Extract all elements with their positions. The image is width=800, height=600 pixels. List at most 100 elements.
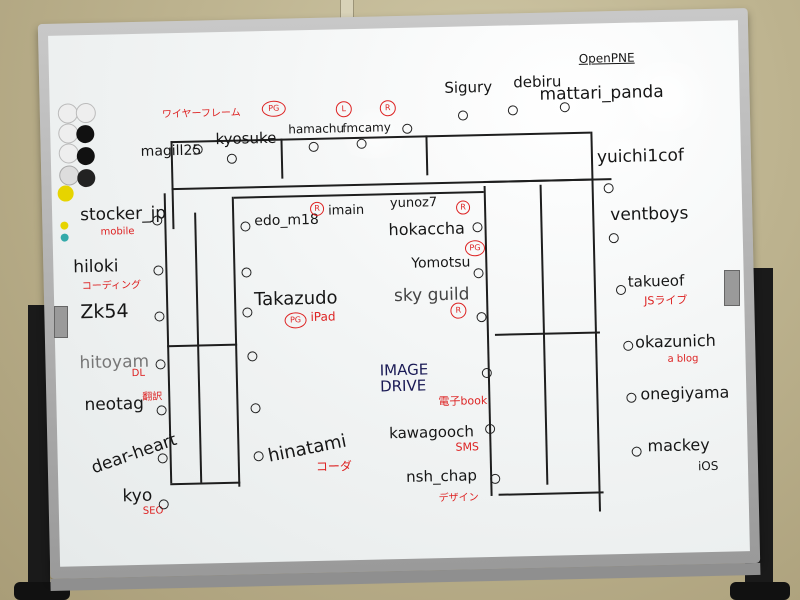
note-hokaccha: R <box>455 200 471 215</box>
top-note-wireframe: ワイヤーフレーム <box>161 107 241 121</box>
seat-marker <box>156 405 167 416</box>
name-yuichi1cof: yuichi1cof <box>596 145 685 168</box>
note-edo-m18: R <box>309 201 325 216</box>
seat-marker <box>457 110 469 121</box>
note-mackey: iOS <box>697 458 719 474</box>
note-takueof: JSライブ <box>644 293 688 308</box>
seat-marker <box>603 183 614 194</box>
name-kawagooch: kawagooch <box>388 422 475 443</box>
magnet-yellow[interactable] <box>57 185 74 202</box>
name-openpne: OpenPNE <box>578 50 635 66</box>
seat-marker <box>253 451 264 462</box>
note-yomotsu: PG <box>464 240 486 257</box>
seat-marker <box>626 392 637 403</box>
magnet-black[interactable] <box>76 146 96 166</box>
right-wing-top <box>483 178 594 184</box>
seat-marker <box>507 105 518 116</box>
magnet-black[interactable] <box>76 124 95 144</box>
marker-tray <box>50 562 761 591</box>
magnet-white[interactable] <box>58 143 79 164</box>
note-takazudo: iPad <box>310 309 336 325</box>
stand-left-leg <box>28 305 50 600</box>
left-wing-divider <box>194 212 203 483</box>
seat-marker <box>226 153 238 164</box>
seat-marker <box>473 268 484 279</box>
name-takazudo: Takazudo <box>253 287 338 311</box>
right-wing-inner-edge <box>483 186 493 496</box>
seat-marker <box>481 367 492 379</box>
note-sky-guild: R <box>450 302 467 319</box>
whiteboard-frame: ワイヤーフレーム magill25 kyosuke PG hamachu L f… <box>37 8 761 591</box>
name-image-drive: IMAGE DRIVE <box>379 360 429 396</box>
seat-marker <box>240 221 251 232</box>
seat-marker <box>559 102 570 113</box>
name-mackey: mackey <box>647 434 710 456</box>
name-imain: imain <box>327 202 365 219</box>
magnet-yellow-small[interactable] <box>60 221 69 230</box>
table-divider <box>280 138 284 179</box>
stand-foot-right <box>730 582 790 600</box>
seat-marker <box>250 403 261 414</box>
seat-marker <box>242 307 253 318</box>
seat-marker <box>631 446 642 457</box>
name-zk54: Zk54 <box>80 300 129 324</box>
name-hamachu: hamachu <box>288 121 345 137</box>
note-neotag: 翻訳 <box>142 391 163 403</box>
seat-marker <box>152 215 163 226</box>
note-kawagooch: SMS <box>455 440 480 454</box>
name-sigury: Sigury <box>444 77 493 97</box>
seat-marker <box>241 267 252 278</box>
right-wing-bottom <box>498 491 604 496</box>
magnet-black[interactable] <box>77 168 96 188</box>
badge-pg: PG <box>284 312 307 329</box>
inner-top-edge <box>233 191 484 199</box>
name-mattari-panda: mattari_panda <box>539 81 664 105</box>
seat-marker <box>157 453 168 464</box>
note-hitoyam: DL <box>131 367 146 380</box>
magnet-teal-small[interactable] <box>60 233 69 242</box>
name-fmcamy: fmcamy <box>342 120 392 136</box>
name-ventboys: ventboys <box>610 203 689 226</box>
name-yomotsu: Yomotsu <box>411 254 471 272</box>
name-takueof: takueof <box>627 271 685 291</box>
name-yunoz7: yunoz7 <box>389 195 438 212</box>
seat-marker <box>484 423 496 435</box>
seat-marker <box>155 359 166 370</box>
name-hiloki: hiloki <box>73 256 119 278</box>
left-wing-inner-edge <box>231 196 241 487</box>
table-divider <box>425 135 429 176</box>
seat-marker <box>615 284 627 296</box>
left-wing-split <box>167 343 238 348</box>
note-hinatami: コーダ <box>315 459 353 474</box>
note-stocker-jp: mobile <box>100 225 135 238</box>
table-right-edge <box>590 131 601 512</box>
note-hiloki: コーディング <box>81 279 142 293</box>
name-kyo: kyo <box>122 485 153 507</box>
seat-marker <box>490 473 501 484</box>
note-image-drive: 電子book <box>438 394 488 409</box>
magnet-white[interactable] <box>75 102 97 124</box>
frame-clip-right <box>724 270 740 306</box>
name-hokaccha: hokaccha <box>388 218 466 240</box>
seat-marker <box>154 311 165 322</box>
name-edo-m18: edo_m18 <box>254 211 320 230</box>
seat-marker <box>608 233 619 244</box>
top-note-pg: PG <box>261 100 286 118</box>
name-okazunich: okazunich <box>634 330 716 352</box>
note-nsh-chap: デザイン <box>438 492 479 505</box>
name-kyosuke: kyosuke <box>215 128 277 149</box>
seat-marker <box>247 351 258 362</box>
seat-marker <box>472 222 483 233</box>
name-neotag: neotag <box>84 393 145 416</box>
seat-marker <box>476 312 487 323</box>
note-okazunich: a blog <box>667 353 699 365</box>
name-nsh-chap: nsh_chap <box>405 466 478 486</box>
magnet-white[interactable] <box>59 165 80 186</box>
frame-clip-left <box>54 306 68 338</box>
seat-marker <box>153 265 164 276</box>
seat-marker <box>308 141 319 153</box>
right-wing-split <box>494 331 600 336</box>
whiteboard-surface: ワイヤーフレーム magill25 kyosuke PG hamachu L f… <box>48 20 750 567</box>
seat-marker <box>158 499 169 510</box>
seat-marker <box>623 340 634 351</box>
